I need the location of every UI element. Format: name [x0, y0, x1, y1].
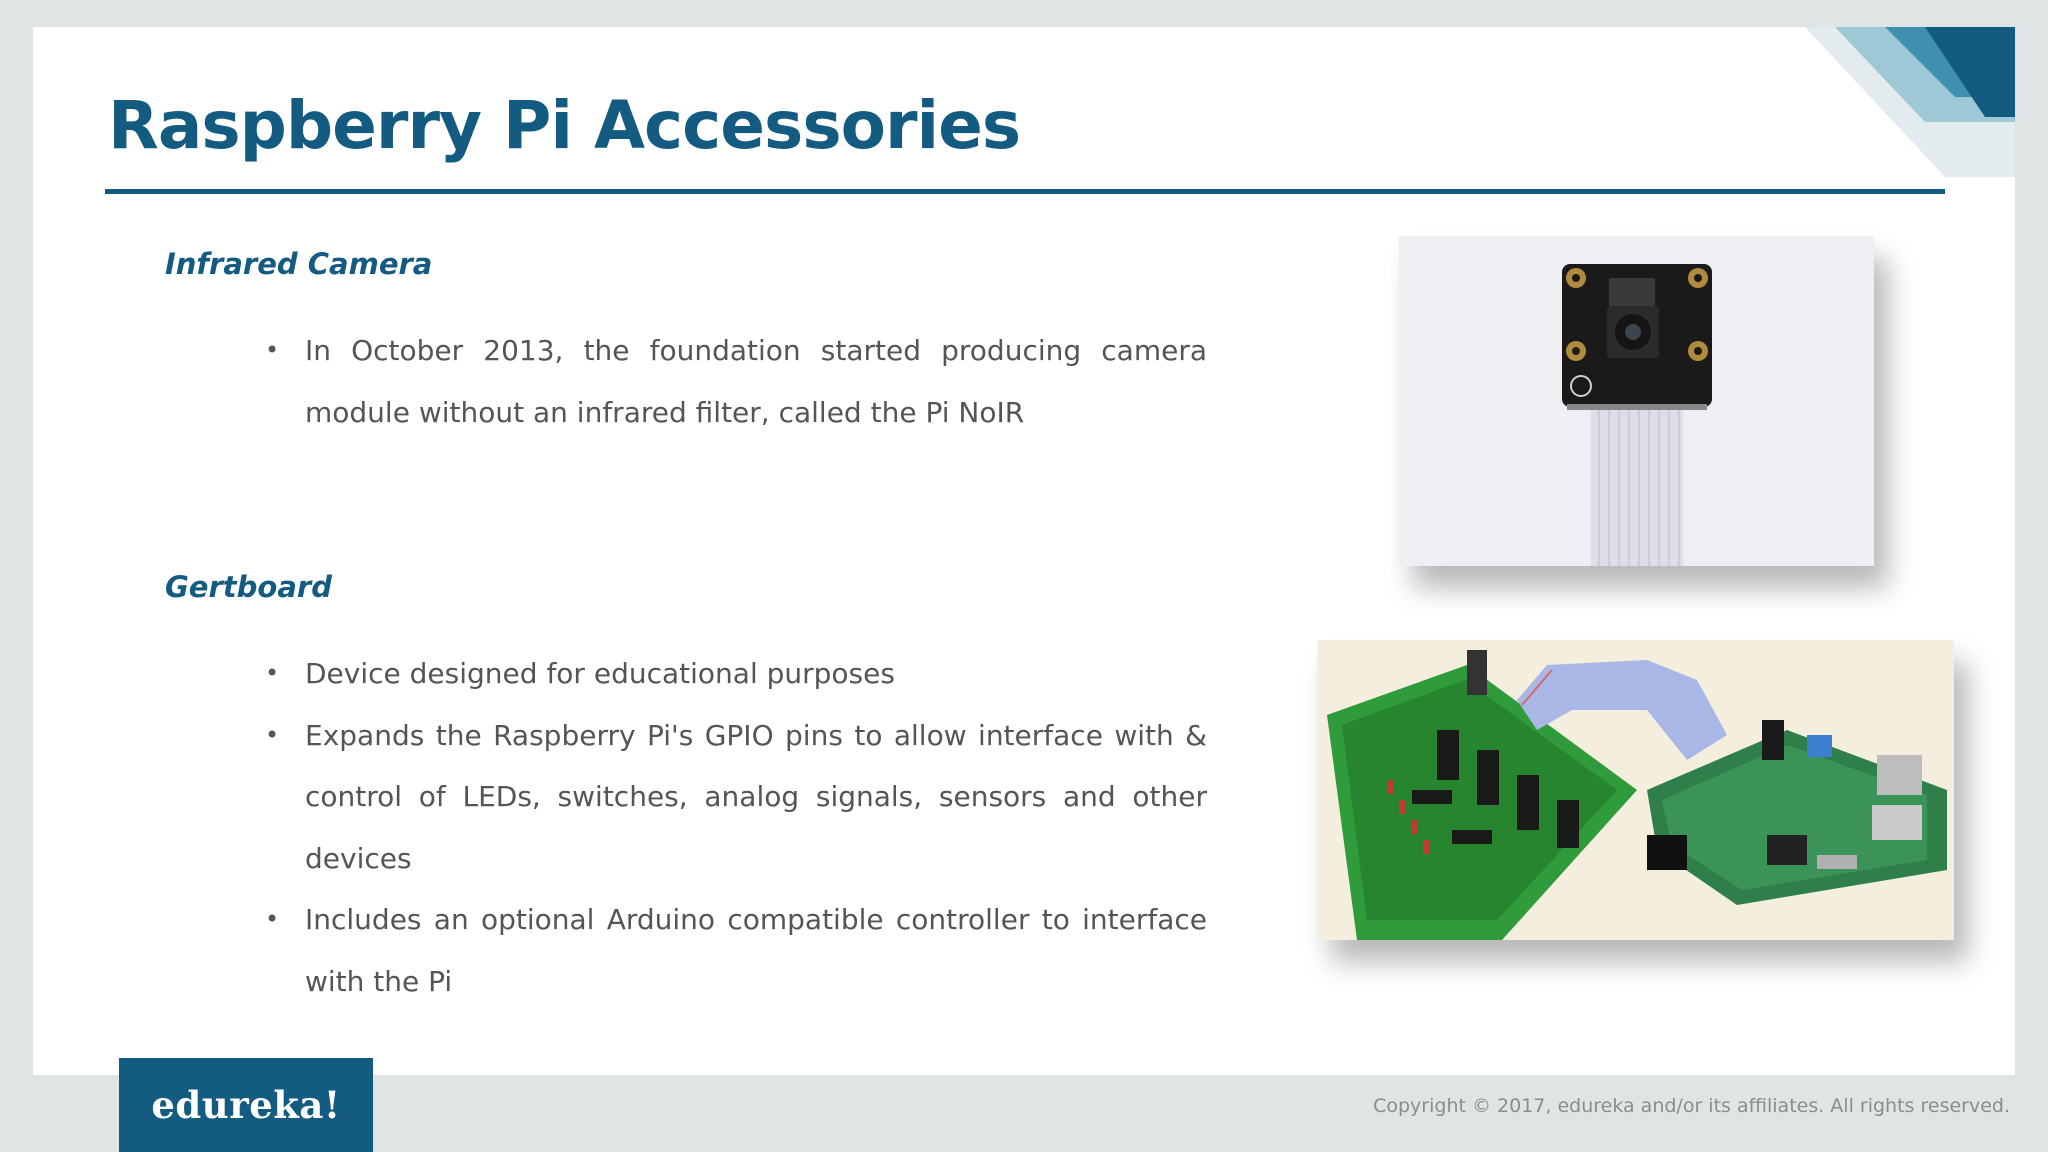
bullet-icon: • — [265, 905, 280, 933]
copyright-notice: Copyright © 2017, edureka and/or its aff… — [1373, 1095, 2010, 1117]
list-item: • Expands the Raspberry Pi's GPIO pins t… — [265, 705, 1207, 890]
infrared-camera-bullet-list: • In October 2013, the foundation starte… — [265, 320, 1207, 443]
section-heading-infrared-camera: Infrared Camera — [165, 247, 433, 281]
bullet-text: In October 2013, the foundation started … — [305, 334, 1207, 429]
bullet-icon: • — [265, 659, 280, 687]
section-heading-gertboard: Gertboard — [165, 570, 332, 604]
bullet-text: Expands the Raspberry Pi's GPIO pins to … — [305, 718, 1207, 875]
gertboard-illustration — [1317, 640, 1954, 940]
slide: Raspberry Pi Accessories Infrared Camera… — [33, 27, 2015, 1075]
infrared-camera-photo — [1399, 236, 1874, 566]
page-title: Raspberry Pi Accessories — [108, 87, 1021, 164]
title-divider — [105, 189, 1945, 194]
list-item: • Device designed for educational purpos… — [265, 643, 1207, 705]
bullet-icon: • — [265, 336, 280, 364]
camera-module-illustration — [1399, 236, 1874, 566]
bullet-text: Device designed for educational purposes — [305, 657, 895, 690]
corner-decoration — [1805, 27, 2015, 177]
bullet-icon: • — [265, 720, 280, 749]
bullet-text: Includes an optional Arduino compatible … — [305, 903, 1207, 998]
edureka-logo: edureka! — [119, 1058, 373, 1152]
list-item: • Includes an optional Arduino compatibl… — [265, 889, 1207, 1012]
list-item: • In October 2013, the foundation starte… — [265, 320, 1207, 443]
gertboard-bullet-list: • Device designed for educational purpos… — [265, 643, 1207, 1012]
gertboard-photo — [1317, 640, 1954, 940]
